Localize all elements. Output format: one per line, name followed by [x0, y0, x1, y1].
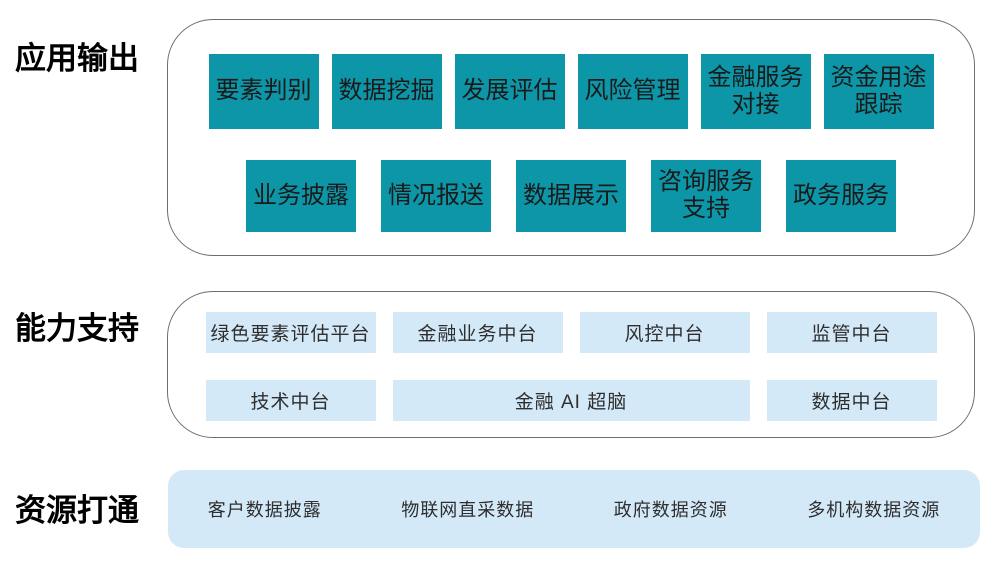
resource-item-4: 多机构数据资源: [807, 500, 941, 520]
capability-box-6: 金融 AI 超脑: [392, 380, 750, 421]
app-output-row-2: 业务披露 情况报送 数据展示 咨询服务 支持 政务服务: [168, 160, 974, 232]
capability-box-1: 绿色要素评估平台: [205, 312, 376, 353]
app-output-box-9: 数据展示: [516, 160, 626, 232]
resources-bar: 客户数据披露 物联网直采数据 政府数据资源 多机构数据资源: [168, 470, 980, 548]
app-output-box-8: 情况报送: [381, 160, 491, 232]
resource-item-1: 客户数据披露: [207, 500, 322, 520]
capability-box-4: 监管中台: [766, 312, 937, 353]
capability-row-2: 技术中台 金融 AI 超脑 数据中台: [168, 380, 974, 421]
app-output-box-3: 发展评估: [454, 54, 565, 129]
capability-box-7: 数据中台: [766, 380, 937, 421]
app-output-box-7: 业务披露: [246, 160, 356, 232]
capability-box-2: 金融业务中台: [392, 312, 563, 353]
app-output-box-1: 要素判别: [208, 54, 319, 129]
section-label-capability: 能力支持: [15, 311, 139, 346]
app-output-box-4: 风险管理: [577, 54, 688, 129]
section-label-app-output: 应用输出: [15, 41, 139, 76]
capability-row-1: 绿色要素评估平台 金融业务中台 风控中台 监管中台: [168, 312, 974, 353]
app-output-box-6: 资金用途 跟踪: [823, 54, 934, 129]
resource-item-2: 物联网直采数据: [401, 500, 535, 520]
app-output-box-2: 数据挖掘: [331, 54, 442, 129]
app-output-row-1: 要素判别 数据挖掘 发展评估 风险管理 金融服务 对接 资金用途 跟踪: [168, 54, 974, 129]
capability-box-5: 技术中台: [205, 380, 376, 421]
app-output-box-10: 咨询服务 支持: [651, 160, 761, 232]
app-output-box-11: 政务服务: [786, 160, 896, 232]
capability-box-3: 风控中台: [579, 312, 750, 353]
capability-container: 绿色要素评估平台 金融业务中台 风控中台 监管中台 技术中台 金融 AI 超脑 …: [167, 291, 975, 438]
app-output-box-5: 金融服务 对接: [700, 54, 811, 129]
resource-item-3: 政府数据资源: [613, 500, 728, 520]
section-label-resources: 资源打通: [15, 493, 139, 528]
app-output-container: 要素判别 数据挖掘 发展评估 风险管理 金融服务 对接 资金用途 跟踪 业务披露…: [167, 19, 975, 256]
